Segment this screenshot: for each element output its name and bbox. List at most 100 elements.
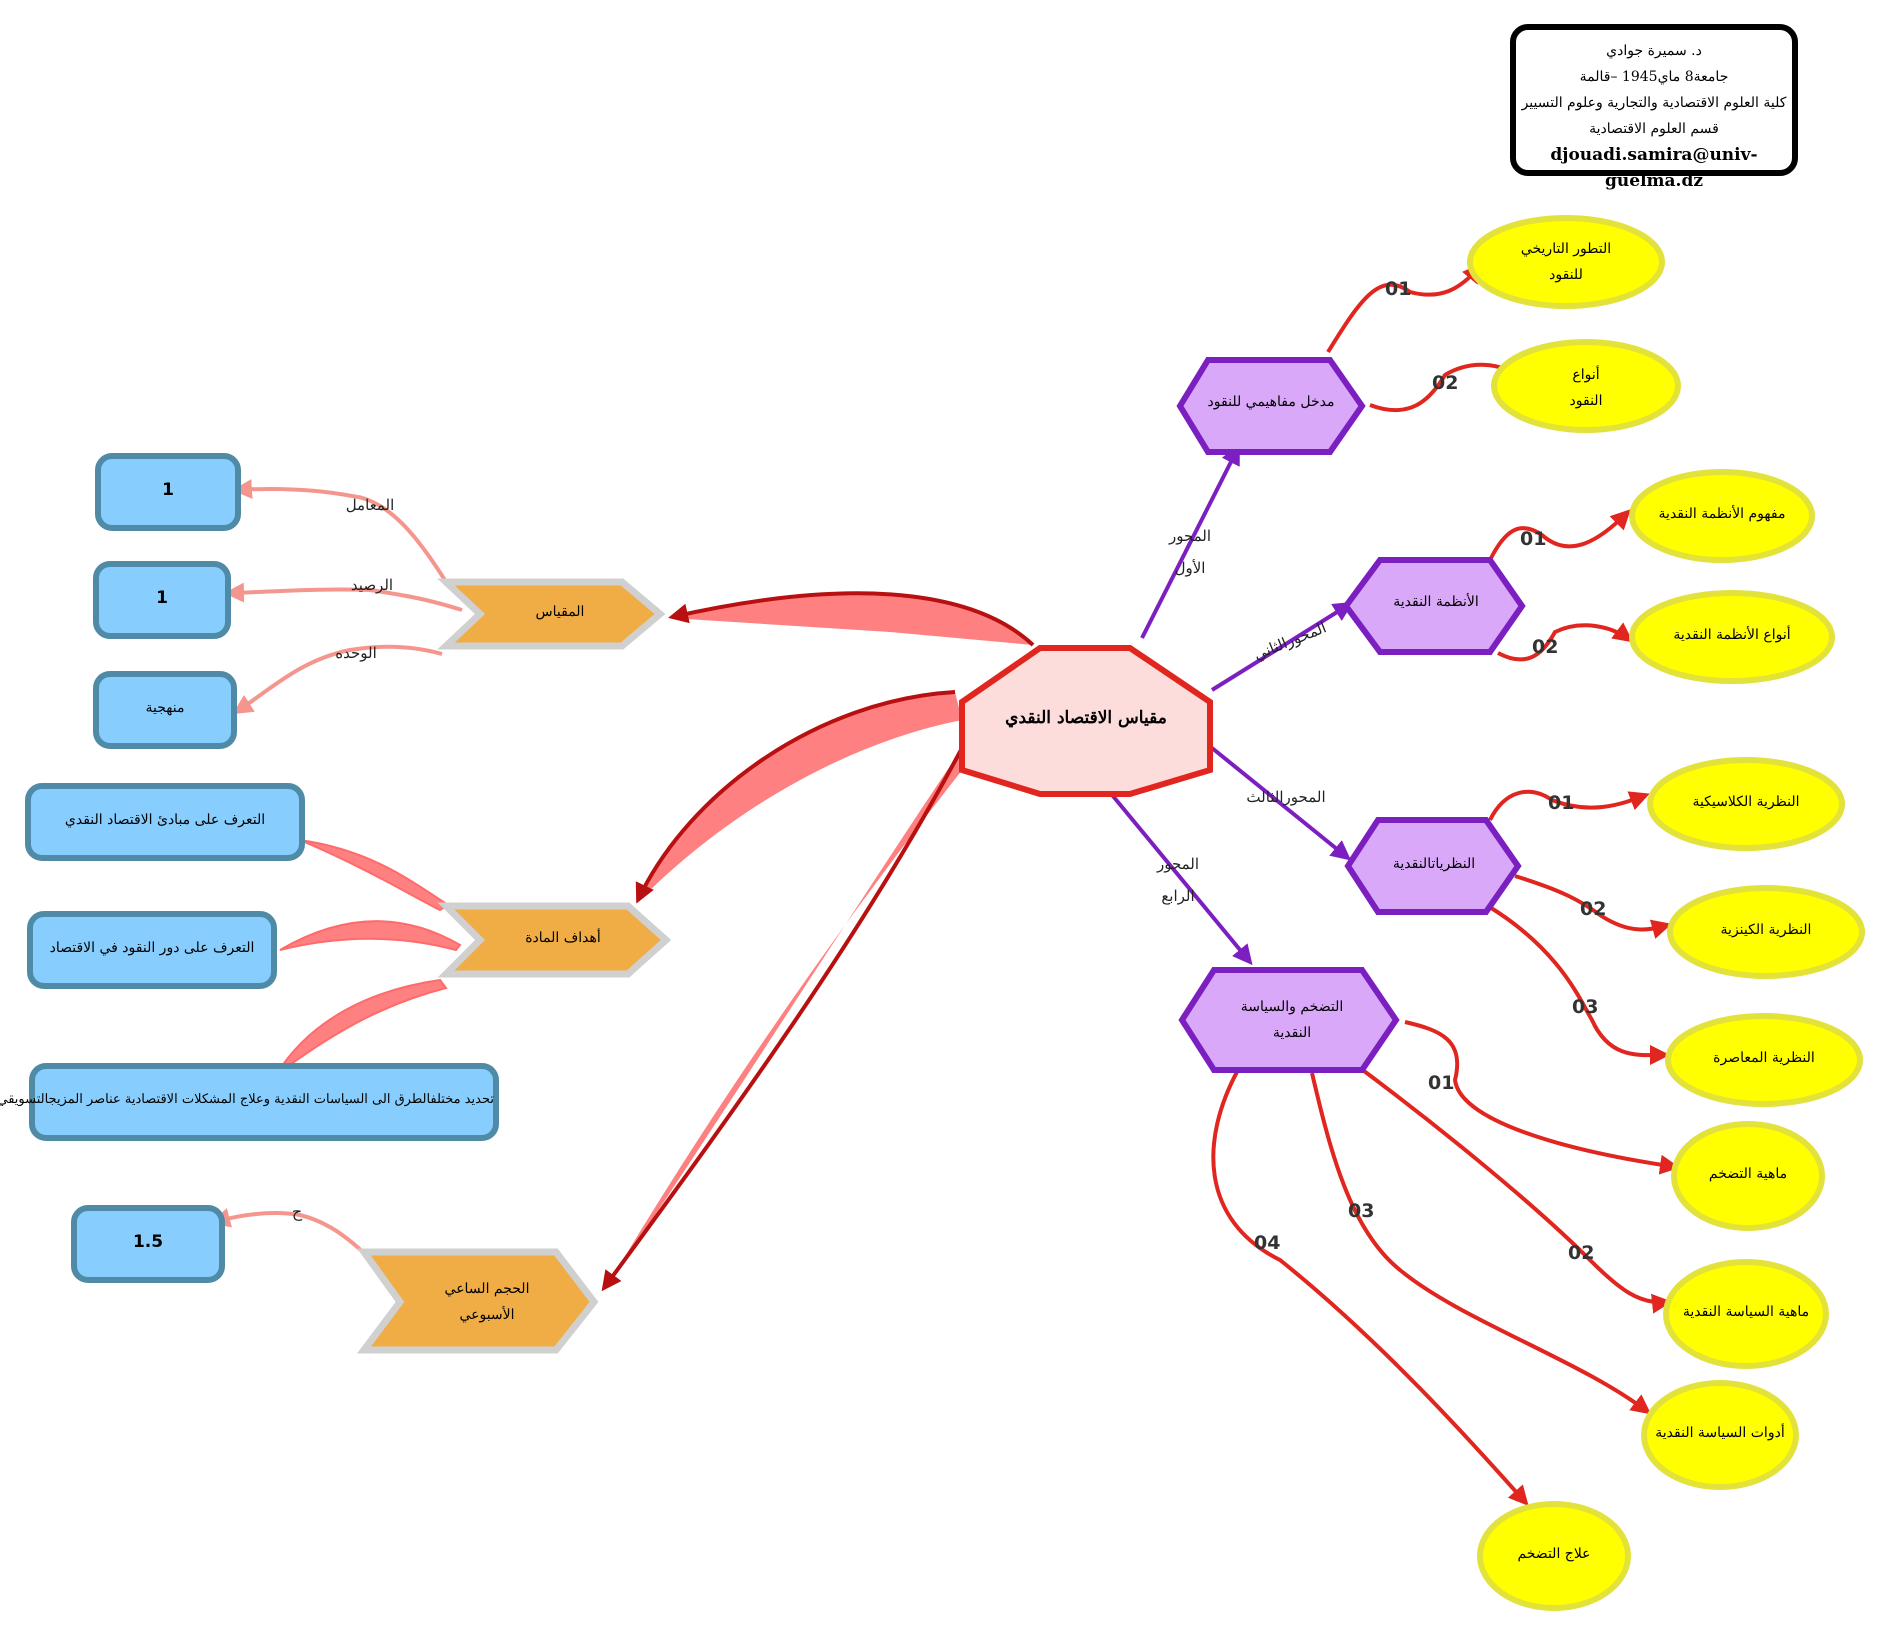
- axis-3-edge-label: المحورالثالث: [1246, 788, 1326, 806]
- num-a1-i1: 01: [1385, 278, 1412, 300]
- num-a3-i3: 03: [1572, 996, 1599, 1018]
- item-a4-1[interactable]: [1671, 1121, 1825, 1231]
- axis-1-node[interactable]: [1176, 357, 1366, 455]
- axis-1-edge-label: المحور الأول: [1168, 527, 1212, 577]
- goals-label: أهداف المادة: [525, 930, 601, 946]
- center-to-axes-connectors: [1106, 444, 1354, 966]
- goal-2-box[interactable]: [27, 911, 277, 989]
- attr-credit-box[interactable]: [93, 561, 231, 639]
- attr-unit-value: منهجية: [145, 700, 185, 716]
- num-a4-i2: 02: [1568, 1242, 1595, 1264]
- attr-unit-edge-label: الوحده: [335, 644, 377, 662]
- item-a3-3[interactable]: [1665, 1013, 1863, 1107]
- item-a4-2[interactable]: [1663, 1259, 1829, 1369]
- edge-a4-i1: [1404, 1020, 1680, 1175]
- item-a1-1[interactable]: [1467, 215, 1665, 309]
- goal-3-text: تحديد مختلفالطرق الى السياسات النقدية وع…: [0, 1092, 494, 1107]
- info-university: جامعة8 ماي1945 –قالمة: [1579, 69, 1729, 85]
- edge-axis-3: [1210, 746, 1352, 861]
- edge-a4-i2: [1354, 1063, 1672, 1314]
- axis-4-label: التضخم والسياسة النقدية: [1240, 999, 1344, 1041]
- axis-3-node[interactable]: [1344, 817, 1522, 915]
- goal-1-text: التعرف على مبادئ الاقتصاد النقدي: [64, 812, 266, 828]
- connector-to-hours-edge: [601, 747, 964, 1292]
- item-a3-2-label: النظرية الكينزية: [1720, 922, 1812, 938]
- num-a4-i1: 01: [1428, 1072, 1455, 1094]
- item-a2-2-label: أنواع الأنظمة النقدية: [1673, 627, 1791, 643]
- item-a4-3-label: أدوات السياسة النقدية: [1655, 1425, 1785, 1441]
- edge-axis-4: [1106, 788, 1253, 966]
- edge-attr-coef: [232, 479, 450, 587]
- edge-attr-credit: [224, 582, 463, 612]
- goal-connectors: [275, 839, 462, 1076]
- edge-a4-i4: [1211, 1069, 1529, 1506]
- axis-2-label: الأنظمة النقدية: [1393, 594, 1479, 610]
- num-a2-i2: 02: [1532, 636, 1559, 658]
- edge-goal-3: [275, 978, 448, 1076]
- hours-node[interactable]: [357, 1248, 599, 1354]
- axis-4-node[interactable]: [1178, 967, 1400, 1073]
- connector-to-goals: [640, 692, 962, 900]
- attr-coef-value: 1: [162, 480, 174, 500]
- edge-axis-2: [1210, 601, 1354, 692]
- connector-to-module-edge: [668, 591, 1035, 647]
- edge-a3-i2: [1514, 874, 1672, 939]
- axis-item-connectors: [1211, 262, 1680, 1506]
- center-node[interactable]: [959, 645, 1213, 797]
- attr-coef-box[interactable]: [95, 453, 241, 531]
- item-a3-1-label: النظرية الكلاسيكية: [1692, 794, 1800, 810]
- center-label: مقياس الاقتصاد النقدي: [1005, 708, 1167, 728]
- module-label: المقياس: [535, 604, 585, 620]
- item-a3-2[interactable]: [1667, 885, 1865, 979]
- num-a4-i3: 03: [1348, 1200, 1375, 1222]
- connector-to-goals-edge: [635, 690, 956, 904]
- hours-value: 1.5: [132, 1232, 164, 1252]
- hours-label: الحجم الساعي الأسبوعي: [444, 1281, 530, 1323]
- connector-to-module: [670, 593, 1033, 645]
- edge-goal-1: [299, 839, 450, 912]
- hours-edge-label: ح: [291, 1202, 303, 1221]
- module-node[interactable]: [437, 578, 666, 650]
- item-a3-3-label: النظرية المعاصرة: [1713, 1050, 1815, 1066]
- goal-1-box[interactable]: [25, 783, 305, 861]
- goal-2-text: التعرف على دور النقود في الاقتصاد: [49, 940, 255, 956]
- axis-4-edge-label: المحور الرابع: [1156, 855, 1200, 905]
- goal-3-box[interactable]: [29, 1063, 499, 1141]
- edge-goal-2: [279, 920, 462, 952]
- axis-3-label: النظرياتالنقدية: [1392, 856, 1476, 872]
- num-a3-i1: 01: [1548, 792, 1575, 814]
- edge-a3-i1: [1488, 789, 1650, 821]
- axis-1-label: مدخل مفاهيمي للنقود: [1207, 394, 1335, 410]
- axis-2-node[interactable]: [1342, 557, 1526, 655]
- info-department: قسم العلوم الاقتصادية: [1589, 121, 1719, 137]
- item-a4-1-label: ماهية التضخم: [1708, 1166, 1788, 1182]
- item-a4-4-label: علاج التضخم: [1517, 1546, 1591, 1562]
- center-to-left-connectors: [601, 591, 1035, 1292]
- num-a3-i2: 02: [1580, 898, 1607, 920]
- edge-a2-i1: [1488, 509, 1631, 561]
- num-a4-i4: 04: [1254, 1232, 1281, 1254]
- item-a2-2[interactable]: [1629, 590, 1835, 684]
- edge-attr-unit: [232, 644, 443, 715]
- edge-a4-i3: [1310, 1072, 1652, 1415]
- item-a1-2-label: أنواع النقود: [1569, 367, 1603, 409]
- info-author: د. سميرة جوادي: [1606, 43, 1702, 59]
- edge-a2-i2: [1497, 622, 1634, 662]
- item-a3-1[interactable]: [1647, 757, 1845, 851]
- attr-credit-edge-label: الرصيد: [350, 576, 394, 594]
- attr-unit-box[interactable]: [93, 671, 237, 749]
- item-a4-3[interactable]: [1641, 1380, 1799, 1490]
- info-email[interactable]: djouadi.samira@univ-guelma.dz: [1550, 145, 1758, 191]
- edge-hours: [210, 1208, 368, 1257]
- num-a1-i2: 02: [1432, 372, 1459, 394]
- author-info-box: د. سميرة جوادي جامعة8 ماي1945 –قالمة كلي…: [1510, 24, 1798, 191]
- attr-credit-value: 1: [156, 588, 168, 608]
- item-a1-2[interactable]: [1491, 339, 1681, 433]
- item-a1-1-label: التطور التاريخي للنقود: [1520, 241, 1612, 283]
- hours-value-box[interactable]: [71, 1205, 225, 1283]
- item-a4-4[interactable]: [1477, 1501, 1631, 1611]
- goals-node[interactable]: [437, 902, 672, 978]
- attr-coef-edge-label: المعامل: [345, 496, 395, 514]
- item-a2-1[interactable]: [1629, 469, 1815, 563]
